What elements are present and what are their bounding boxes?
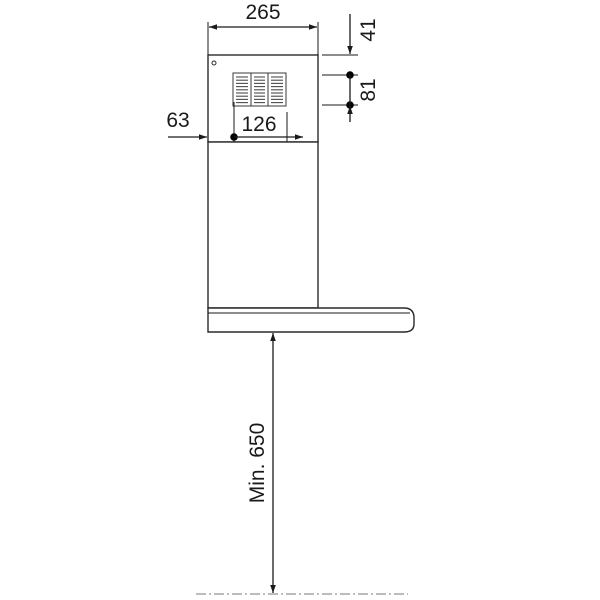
canopy	[207, 307, 415, 333]
upper-chimney-outline	[207, 54, 319, 143]
dimension-label-side-height: 81	[357, 78, 380, 101]
upper-chimney	[207, 54, 319, 143]
dimension-min-height: Min. 650	[246, 333, 276, 593]
dimension-label-left-offset: 63	[166, 109, 189, 132]
dimension-label-min-height: Min. 650	[246, 423, 269, 504]
canopy-outline	[207, 307, 415, 333]
dimension-bottom-mounting: 63 126	[166, 102, 303, 142]
vent-grille-slots	[236, 76, 283, 104]
vent-grille	[232, 72, 287, 107]
dimension-right: 41 81	[322, 14, 380, 122]
dimension-label-top-offset: 41	[357, 18, 380, 41]
dimension-label-top-width: 265	[245, 1, 280, 24]
lower-chimney-outline	[207, 141, 319, 309]
dimension-top-width: 265	[207, 1, 319, 55]
screw-mark	[211, 60, 217, 66]
vent-grille-frame	[232, 72, 287, 107]
dimension-label-inner-width: 126	[241, 113, 276, 136]
